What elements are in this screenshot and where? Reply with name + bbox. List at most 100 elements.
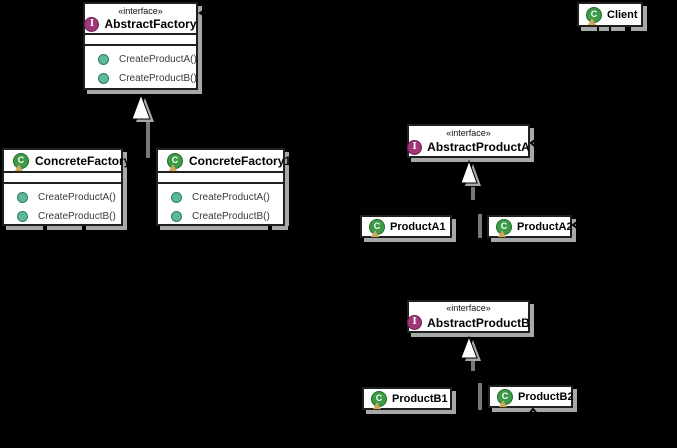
interface-icon: I: [407, 139, 423, 155]
class-header: C ConcreteFactory2: [4, 150, 137, 173]
warning-badge-icon: [373, 401, 381, 409]
dependency-client-abstractproducta[interactable]: [538, 27, 631, 144]
generalization-triangle-icon[interactable]: [131, 93, 151, 120]
attributes-section: [4, 173, 121, 184]
warning-badge-icon: [371, 229, 379, 237]
method-visibility-icon: [98, 73, 109, 84]
triangle-shadow: [465, 164, 481, 186]
class-box-abstract-factory[interactable]: «interface» I AbstractFactory CreateProd…: [83, 2, 198, 90]
class-icon: C: [167, 152, 183, 171]
attributes-section: [85, 35, 196, 46]
shadow-notch: [43, 226, 47, 232]
method-label: CreateProductA(): [38, 192, 116, 203]
warning-badge-icon: [169, 163, 177, 171]
class-name: ConcreteFactory1: [189, 153, 292, 168]
class-icon-letter: C: [375, 393, 383, 403]
method-visibility-icon: [17, 192, 28, 203]
generalization-factories[interactable]: [61, 119, 222, 148]
class-name: ProductA1: [390, 220, 446, 233]
shadow-notch: [288, 226, 292, 232]
shadow-notch: [268, 226, 272, 232]
connector-shadow: [478, 214, 482, 238]
class-icon: C: [369, 218, 385, 237]
class-box-concrete-factory2[interactable]: C ConcreteFactory2 CreateProductA() Crea…: [2, 148, 137, 226]
class-box-product-a2[interactable]: C ProductA2: [487, 215, 573, 238]
class-box-concrete-factory1[interactable]: C ConcreteFactory1 CreateProductA() Crea…: [156, 148, 291, 226]
class-name: ConcreteFactory2: [35, 153, 138, 168]
method-visibility-icon: [171, 211, 182, 222]
attributes-section: [158, 173, 283, 184]
interface-icon-letter: I: [412, 317, 417, 327]
method-visibility-icon: [17, 211, 28, 222]
warning-badge-icon: [588, 17, 596, 25]
class-icon: C: [497, 388, 513, 407]
dependency-client-producta2[interactable]: [581, 27, 599, 226]
method-label: CreateProductB(): [38, 211, 116, 222]
class-name: AbstractProductA: [427, 140, 530, 154]
method-label: CreateProductB(): [119, 73, 197, 84]
method-visibility-icon: [98, 54, 109, 65]
methods-section: CreateProductA() CreateProductB(): [158, 184, 283, 226]
class-icon-letter: C: [17, 155, 25, 165]
class-box-product-b2[interactable]: C ProductB2: [488, 385, 574, 408]
warning-badge-icon: [499, 399, 507, 407]
connector-shadow: [146, 122, 150, 158]
method-row: CreateProductB(): [4, 207, 121, 226]
class-name: ProductA2: [517, 220, 573, 233]
class-icon: C: [496, 218, 512, 237]
stereotype-label: «interface»: [446, 303, 491, 313]
method-row: CreateProductB(): [158, 207, 283, 226]
class-name: ProductB2: [518, 390, 574, 403]
class-header: «interface» I AbstractFactory: [84, 4, 197, 35]
method-label: CreateProductB(): [192, 211, 270, 222]
shadow-notch: [82, 226, 86, 232]
class-header: C ConcreteFactory1: [158, 150, 291, 173]
open-arrowhead-icon[interactable]: [198, 6, 211, 20]
generalization-triangle-icon[interactable]: [460, 159, 478, 184]
method-row: CreateProductA(): [4, 188, 121, 207]
method-label: CreateProductA(): [192, 192, 270, 203]
interface-icon: I: [84, 16, 100, 32]
methods-section: CreateProductA() CreateProductB(): [4, 184, 121, 226]
class-box-client[interactable]: C Client: [577, 2, 643, 27]
method-row: CreateProductA(): [85, 50, 197, 69]
triangle-shadow: [465, 340, 481, 361]
class-icon-letter: C: [373, 221, 381, 231]
class-icon: C: [586, 6, 602, 25]
open-arrowhead-icon[interactable]: [529, 137, 539, 150]
shadow-notch: [625, 27, 629, 32]
class-icon-letter: C: [500, 221, 508, 231]
stereotype-label: «interface»: [446, 127, 491, 138]
class-box-product-b1[interactable]: C ProductB1: [362, 387, 452, 410]
interface-icon-letter: I: [89, 18, 95, 29]
interface-icon-letter: I: [412, 141, 417, 152]
class-icon-letter: C: [590, 9, 598, 19]
class-icon: C: [13, 152, 29, 171]
class-name: AbstractFactory: [104, 17, 197, 31]
class-icon: C: [371, 390, 387, 409]
warning-badge-icon: [15, 163, 23, 171]
class-box-product-a1[interactable]: C ProductA1: [360, 215, 452, 238]
method-visibility-icon: [171, 192, 182, 203]
interface-icon: I: [407, 315, 423, 330]
method-label: CreateProductA(): [119, 54, 197, 65]
open-arrowhead-icon[interactable]: [571, 218, 582, 232]
connector-shadow: [471, 187, 475, 200]
class-name: AbstractProductB: [427, 315, 530, 330]
class-box-abstract-product-b[interactable]: «interface» I AbstractProductB: [407, 300, 530, 333]
connector-shadow: [471, 361, 475, 371]
warning-badge-icon: [498, 229, 506, 237]
generalization-triangle-icon[interactable]: [460, 335, 478, 359]
stereotype-label: «interface»: [118, 5, 163, 16]
class-icon-letter: C: [171, 155, 179, 165]
triangle-shadow: [136, 98, 154, 122]
class-name: Client: [607, 8, 638, 21]
method-row: CreateProductB(): [85, 69, 197, 88]
class-box-abstract-product-a[interactable]: «interface» I AbstractProductA: [407, 124, 530, 158]
method-row: CreateProductA(): [158, 188, 283, 207]
open-arrowhead-icon[interactable]: [526, 407, 540, 417]
class-name: ProductB1: [392, 392, 448, 405]
methods-section: CreateProductA() CreateProductB(): [85, 46, 197, 88]
connector-shadow: [478, 383, 482, 410]
